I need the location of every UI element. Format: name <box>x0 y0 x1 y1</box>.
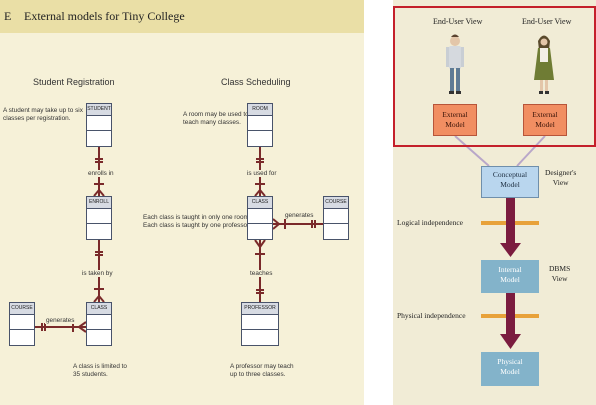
logical-independence-label: Logical independence <box>397 218 464 227</box>
rel-is-used-for: is used for <box>246 170 278 177</box>
entity-course-name: COURSE <box>10 303 34 315</box>
entity-enroll-name: ENROLL <box>87 197 111 209</box>
entity-student-name: STUDENT <box>87 104 111 116</box>
room-note: A room may be used to teach many classes… <box>183 111 249 126</box>
physical-model: Physical Model <box>481 352 539 386</box>
professor-note: A professor may teach up to three classe… <box>230 363 294 378</box>
physical-independence-label: Physical independence <box>397 311 466 320</box>
external-model-2: External Model <box>523 104 567 136</box>
end-user-2-figure <box>534 35 554 94</box>
class-scheduling-title: Class Scheduling <box>221 77 291 87</box>
rel-is-taken-by: is taken by <box>81 270 114 277</box>
end-user-view-label-2: End-User View <box>522 17 572 26</box>
rel-generates-scheduling: generates <box>284 212 315 219</box>
entity-class-registration: CLASS <box>86 302 112 346</box>
rel-teaches: teaches <box>249 270 274 277</box>
entity-enroll: ENROLL <box>86 196 112 240</box>
entity-class-name: CLASS <box>87 303 111 315</box>
entity-professor-name: PROFESSOR <box>242 303 278 315</box>
figure-title: External models for Tiny College <box>24 9 185 23</box>
dbms-view-label: DBMS View <box>549 264 571 283</box>
abstraction-connectors <box>446 34 554 349</box>
relationship-lines <box>35 147 323 333</box>
class-limit-note: A class is limited to 35 students. <box>73 363 127 378</box>
entity-class-scheduling: CLASS <box>247 196 273 240</box>
conceptual-model: Conceptual Model <box>481 166 539 198</box>
entity-course-registration: COURSE <box>9 302 35 346</box>
external-level-highlight <box>393 6 596 147</box>
entity-professor: PROFESSOR <box>241 302 279 346</box>
entity-student: STUDENT <box>86 103 112 147</box>
student-registration-title: Student Registration <box>33 77 115 87</box>
student-note: A student may take up to six classes per… <box>3 107 83 122</box>
arrow-internal-physical-head <box>500 334 521 349</box>
entity-course-scheduling-name: COURSE <box>324 197 348 209</box>
entity-room: ROOM <box>247 103 273 147</box>
figure-letter: E <box>4 9 12 23</box>
data-abstraction-panel: End-User View End-User View External Mod… <box>393 0 596 405</box>
entity-room-name: ROOM <box>248 104 272 116</box>
arrow-conceptual-internal-shaft <box>506 198 515 245</box>
class-note: Each class is taught in only one room. E… <box>143 214 251 229</box>
internal-model: Internal Model <box>481 260 539 293</box>
rel-generates-registration: generates <box>45 317 76 324</box>
arrow-conceptual-internal-head <box>500 243 521 257</box>
title-bar <box>0 0 364 33</box>
arrow-internal-physical-shaft <box>506 293 515 336</box>
entity-course-scheduling: COURSE <box>323 196 349 240</box>
external-model-1: External Model <box>433 104 477 136</box>
rel-enrolls-in: enrolls in <box>87 170 115 177</box>
end-user-1-figure <box>446 34 464 94</box>
end-user-view-label-1: End-User View <box>433 17 483 26</box>
designers-view-label: Designer's View <box>545 168 577 187</box>
external-models-panel: E External models for Tiny College <box>0 0 364 405</box>
entity-class-scheduling-name: CLASS <box>248 197 272 209</box>
connector-external-1 <box>454 135 490 167</box>
connector-external-2 <box>516 135 546 167</box>
